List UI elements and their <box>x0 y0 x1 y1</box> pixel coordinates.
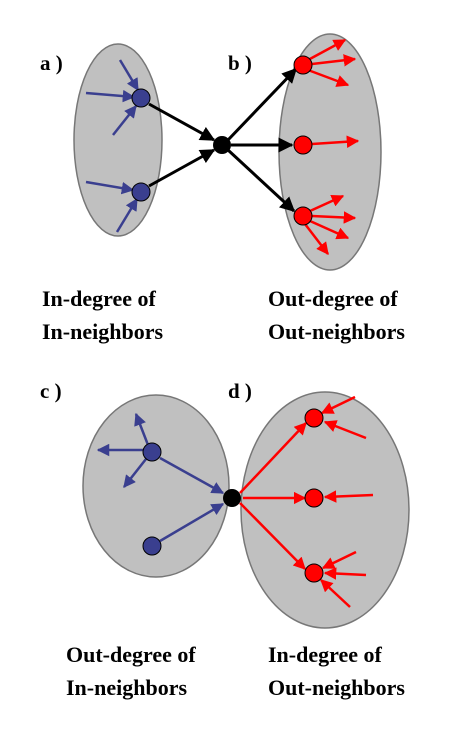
in-edge <box>320 579 351 608</box>
caption-out-degree-out-neighbors-line1: Out-degree of <box>268 286 398 311</box>
in-edge <box>115 197 139 233</box>
panel-label-b: b ) <box>228 51 252 75</box>
out-edge <box>304 223 329 255</box>
in-edge <box>321 550 357 570</box>
edge-to-center <box>159 502 225 543</box>
edge-from-center <box>239 422 307 494</box>
out-edge <box>309 219 350 240</box>
in-edge <box>320 395 356 415</box>
panel-label-a: a ) <box>40 51 63 75</box>
in-edge <box>323 420 367 440</box>
out-edge <box>311 135 360 148</box>
out-neighbor-node <box>304 563 324 583</box>
out-edge <box>311 54 357 67</box>
edge-from-center <box>226 67 298 142</box>
top-diagram: a ) b ) In-degree of In-neighbors Out-de… <box>40 33 405 344</box>
caption-out-degree-in-neighbors-line2: In-neighbors <box>66 675 187 700</box>
in-edge <box>85 180 135 195</box>
in-edge <box>85 89 136 103</box>
caption-out-degree-in-neighbors-line1: Out-degree of <box>66 642 196 667</box>
in-edge <box>323 567 367 580</box>
in-neighbors-region-top <box>73 43 163 237</box>
edge-to-center <box>148 102 216 142</box>
bottom-diagram: c ) d ) Out-degree of In-neighbors In-de… <box>40 379 410 700</box>
in-edge <box>323 490 374 503</box>
in-edge <box>118 59 140 92</box>
out-edge <box>307 68 350 87</box>
out-edge <box>309 194 345 213</box>
in-edge <box>112 105 137 136</box>
out-neighbor-node <box>293 55 313 75</box>
edge-to-center <box>148 148 216 188</box>
out-edge <box>311 211 357 224</box>
edge-from-center <box>239 502 306 570</box>
in-neighbors-region-bottom <box>82 394 230 578</box>
out-edge <box>134 412 150 446</box>
edge-to-center <box>159 456 225 495</box>
out-neighbor-node <box>293 206 313 226</box>
caption-in-degree-in-neighbors-line2: In-neighbors <box>42 319 163 344</box>
in-neighbor-node <box>142 442 162 462</box>
out-neighbor-node <box>304 408 324 428</box>
in-neighbor-node <box>131 88 151 108</box>
caption-in-degree-out-neighbors-line2: Out-neighbors <box>268 675 405 700</box>
center-node <box>213 136 231 154</box>
out-edge <box>307 38 347 62</box>
out-neighbors-region-bottom <box>240 391 410 629</box>
caption-in-degree-in-neighbors-line1: In-degree of <box>42 286 157 311</box>
out-neighbor-node <box>293 135 313 155</box>
caption-in-degree-out-neighbors-line1: In-degree of <box>268 642 383 667</box>
in-neighbor-node <box>131 182 151 202</box>
center-node <box>223 489 241 507</box>
out-neighbor-node <box>304 488 324 508</box>
in-neighbor-node <box>142 536 162 556</box>
caption-out-degree-out-neighbors-line2: Out-neighbors <box>268 319 405 344</box>
panel-label-d: d ) <box>228 379 252 403</box>
panel-label-c: c ) <box>40 379 62 403</box>
edge-from-center <box>226 148 296 213</box>
out-edge <box>123 458 147 488</box>
